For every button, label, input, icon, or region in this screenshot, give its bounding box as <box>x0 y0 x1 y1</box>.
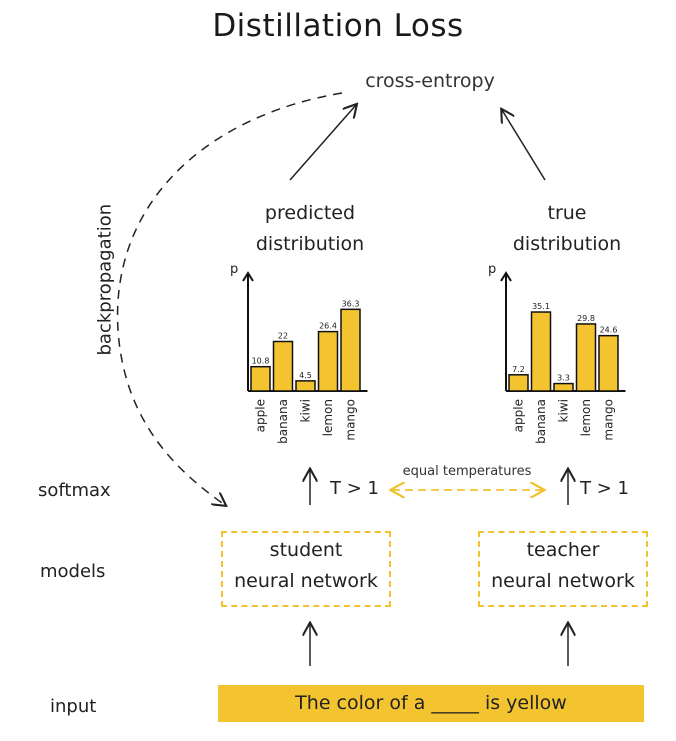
predicted-category-label-apple: apple <box>254 399 268 432</box>
true-value-label-banana: 35.1 <box>532 302 550 311</box>
teacher-model-text: teacher neural network <box>478 535 648 597</box>
predicted-value-label-banana: 22 <box>278 332 288 341</box>
true-category-label-lemon: lemon <box>579 399 593 436</box>
predicted-distribution-label: predicted distribution <box>225 198 395 260</box>
predicted-category-label-lemon: lemon <box>321 399 335 436</box>
predicted-bar-lemon <box>317 330 339 392</box>
predicted-bar-mango <box>340 308 361 392</box>
true-bar-lemon <box>575 323 597 392</box>
true-label-line1: true <box>547 202 587 224</box>
true-bar-apple <box>508 374 529 392</box>
row-label-models: models <box>40 561 106 582</box>
row-label-input: input <box>50 696 97 717</box>
predicted-label-line2: distribution <box>255 233 365 255</box>
student-temperature: T > 1 <box>330 478 379 499</box>
predicted-y-axis-arrow <box>242 271 254 282</box>
true-bar-mango <box>598 334 619 392</box>
row-label-softmax: softmax <box>38 480 111 501</box>
equal-temperatures-label: equal temperatures <box>402 464 532 479</box>
student-model-box <box>221 531 391 607</box>
true-value-label-kiwi: 3.3 <box>557 374 570 383</box>
predicted-bar-apple <box>250 365 271 392</box>
student-model-text: student neural network <box>221 535 391 597</box>
predicted-y-label: p <box>230 262 238 277</box>
predicted-value-label-apple: 10.8 <box>252 357 270 366</box>
predicted-value-label-kiwi: 4.5 <box>299 371 312 380</box>
arrow-true-to-loss <box>502 110 546 181</box>
student-model-line2: neural network <box>234 570 378 592</box>
predicted-value-label-mango: 36.3 <box>342 299 360 308</box>
predicted-distribution-chart: p 10.8 apple 22 banana 4.5 kiwi 26.4 lemon 36.3 ma… <box>230 262 368 444</box>
true-value-label-mango: 24.6 <box>600 326 618 335</box>
true-distribution-label: true distribution <box>482 198 652 260</box>
predicted-bar-banana <box>272 340 294 392</box>
predicted-category-label-mango: mango <box>344 399 358 441</box>
true-bar-banana <box>530 311 552 392</box>
input-bar <box>218 685 644 722</box>
diagram-title: Distillation Loss <box>212 8 464 44</box>
true-label-line2: distribution <box>512 233 622 255</box>
predicted-bar-kiwi <box>295 380 316 392</box>
true-bar-kiwi <box>553 382 574 392</box>
arrow-predicted-to-loss <box>289 105 356 181</box>
teacher-model-line2: neural network <box>491 570 635 592</box>
true-category-label-banana: banana <box>534 399 548 444</box>
teacher-temperature: T > 1 <box>580 478 629 499</box>
predicted-value-label-lemon: 26.4 <box>319 322 337 331</box>
true-y-label: p <box>488 262 496 277</box>
teacher-model-box <box>478 531 648 607</box>
backpropagation-label: backpropagation <box>94 203 116 356</box>
true-category-label-mango: mango <box>602 399 616 441</box>
teacher-model-line1: teacher <box>526 539 600 561</box>
true-value-label-apple: 7.2 <box>512 365 525 374</box>
true-category-label-apple: apple <box>512 399 526 432</box>
true-y-axis-arrow <box>500 271 512 282</box>
input-sentence: The color of a _____ is yellow <box>295 692 567 714</box>
cross-entropy-label: cross-entropy <box>365 70 495 92</box>
predicted-category-label-kiwi: kiwi <box>299 399 313 422</box>
predicted-category-label-banana: banana <box>276 399 290 444</box>
predicted-label-line1: predicted <box>264 202 356 224</box>
backprop-arc <box>116 92 343 505</box>
student-model-line1: student <box>269 539 343 561</box>
true-value-label-lemon: 29.8 <box>577 314 595 323</box>
true-distribution-chart: p 7.2 apple 35.1 banana 3.3 kiwi 29.8 lemon 24.6 m… <box>488 262 626 444</box>
true-category-label-kiwi: kiwi <box>557 399 571 422</box>
